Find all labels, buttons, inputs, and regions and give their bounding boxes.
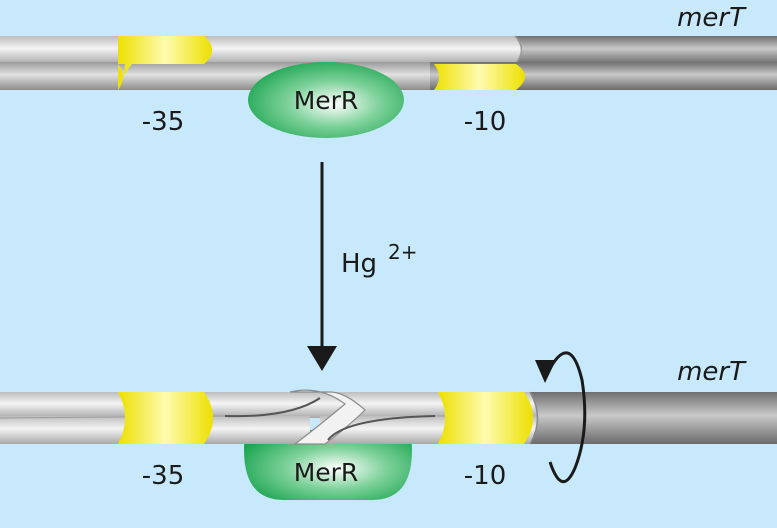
top-minus10-label: -10: [464, 107, 506, 137]
bottom-merr-protein: [244, 430, 412, 500]
bottom-minus35-box: [118, 392, 213, 444]
mercury-ion-label: Hg: [341, 249, 377, 279]
top-minus10-box: [434, 64, 525, 90]
bottom-minus35-label: -35: [142, 461, 184, 491]
arrow-head-icon: [307, 346, 337, 371]
bottom-gene-label: merT: [677, 357, 747, 387]
top-dna-complex: MerR -35 -10 merT: [0, 3, 777, 138]
bottom-merr-label: MerR: [294, 458, 359, 487]
bottom-dna-complex: MerR -35 -10 merT: [0, 351, 777, 500]
top-dna-upper-strand: [0, 35, 777, 65]
top-merr-protein: [248, 62, 404, 138]
bottom-minus10-box: [438, 392, 533, 444]
top-gene-label: merT: [677, 3, 747, 33]
transition-arrow: Hg 2+: [307, 162, 417, 371]
top-merr-label: MerR: [294, 86, 359, 115]
mercury-charge-label: 2+: [388, 240, 417, 264]
top-minus35-label: -35: [142, 107, 184, 137]
bottom-dna-twist: [289, 389, 366, 445]
bottom-minus10-label: -10: [464, 461, 506, 491]
rotation-arrow-icon: [535, 351, 587, 483]
